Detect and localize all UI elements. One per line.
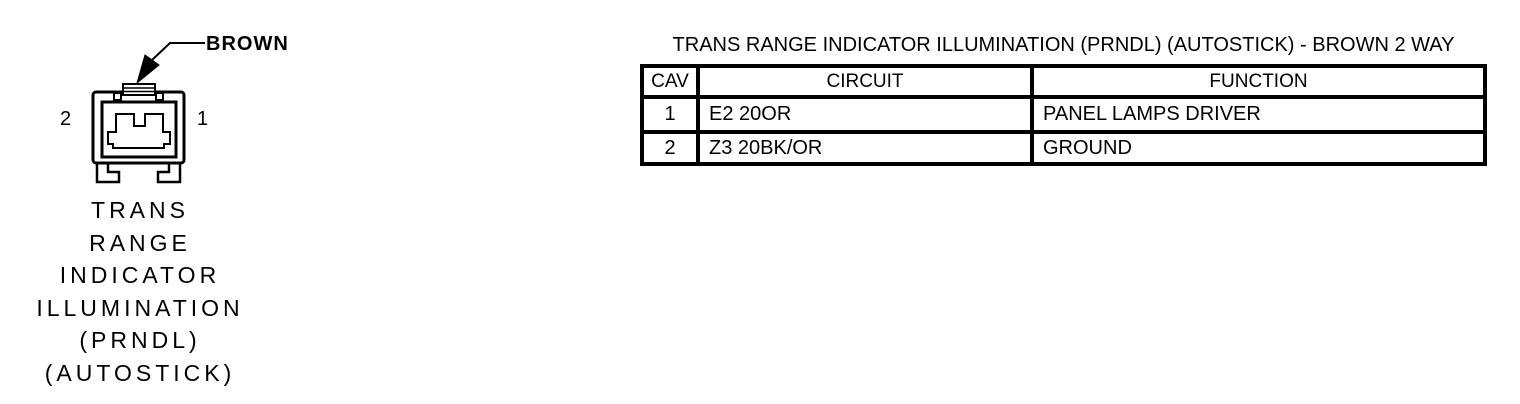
caption-line: TRANS <box>91 197 189 223</box>
cell-function: PANEL LAMPS DRIVER <box>1043 103 1261 125</box>
mounting-foot-right <box>156 163 182 184</box>
table-header-row: CAV CIRCUIT FUNCTION <box>644 68 1483 99</box>
leader-arrow-icon <box>136 42 205 85</box>
connector-drawing <box>91 42 205 184</box>
caption-line: ILLUMINATION <box>36 294 244 321</box>
caption-line: (PRNDL) <box>79 327 201 353</box>
caption-line: RANGE <box>89 229 191 256</box>
wire-color-label: BROWN <box>206 33 289 55</box>
table-title: TRANS RANGE INDICATOR ILLUMINATION (PRND… <box>672 34 1455 56</box>
lock-tab <box>122 83 156 96</box>
connector-caption: TRANS RANGE INDICATOR ILLUMINATION (PRND… <box>20 194 260 389</box>
tab-notch-left <box>113 92 122 101</box>
tab-notch-right <box>155 92 164 101</box>
column-header-cav: CAV <box>644 68 700 95</box>
column-header-circuit: CIRCUIT <box>700 68 1034 95</box>
cell-cav: 2 <box>644 134 700 162</box>
pinout-table: CAV CIRCUIT FUNCTION 1 E2 20OR PANEL LAM… <box>640 64 1487 166</box>
mounting-foot-left <box>95 163 121 184</box>
cell-circuit: Z3 20BK/OR <box>700 134 1034 162</box>
terminal-cavity <box>107 113 171 149</box>
table-row: 2 Z3 20BK/OR GROUND <box>644 134 1483 162</box>
cell-function: GROUND <box>1043 136 1132 159</box>
cell-circuit: E2 20OR <box>700 99 1034 130</box>
column-header-function: FUNCTION <box>1209 70 1308 92</box>
cell-cav: 1 <box>644 99 700 130</box>
caption-line: INDICATOR <box>59 262 221 288</box>
pin-number-1: 1 <box>197 108 209 130</box>
pin-number-2: 2 <box>60 108 72 130</box>
caption-line: (AUTOSTICK) <box>44 359 236 386</box>
table-row: 1 E2 20OR PANEL LAMPS DRIVER <box>644 99 1483 134</box>
